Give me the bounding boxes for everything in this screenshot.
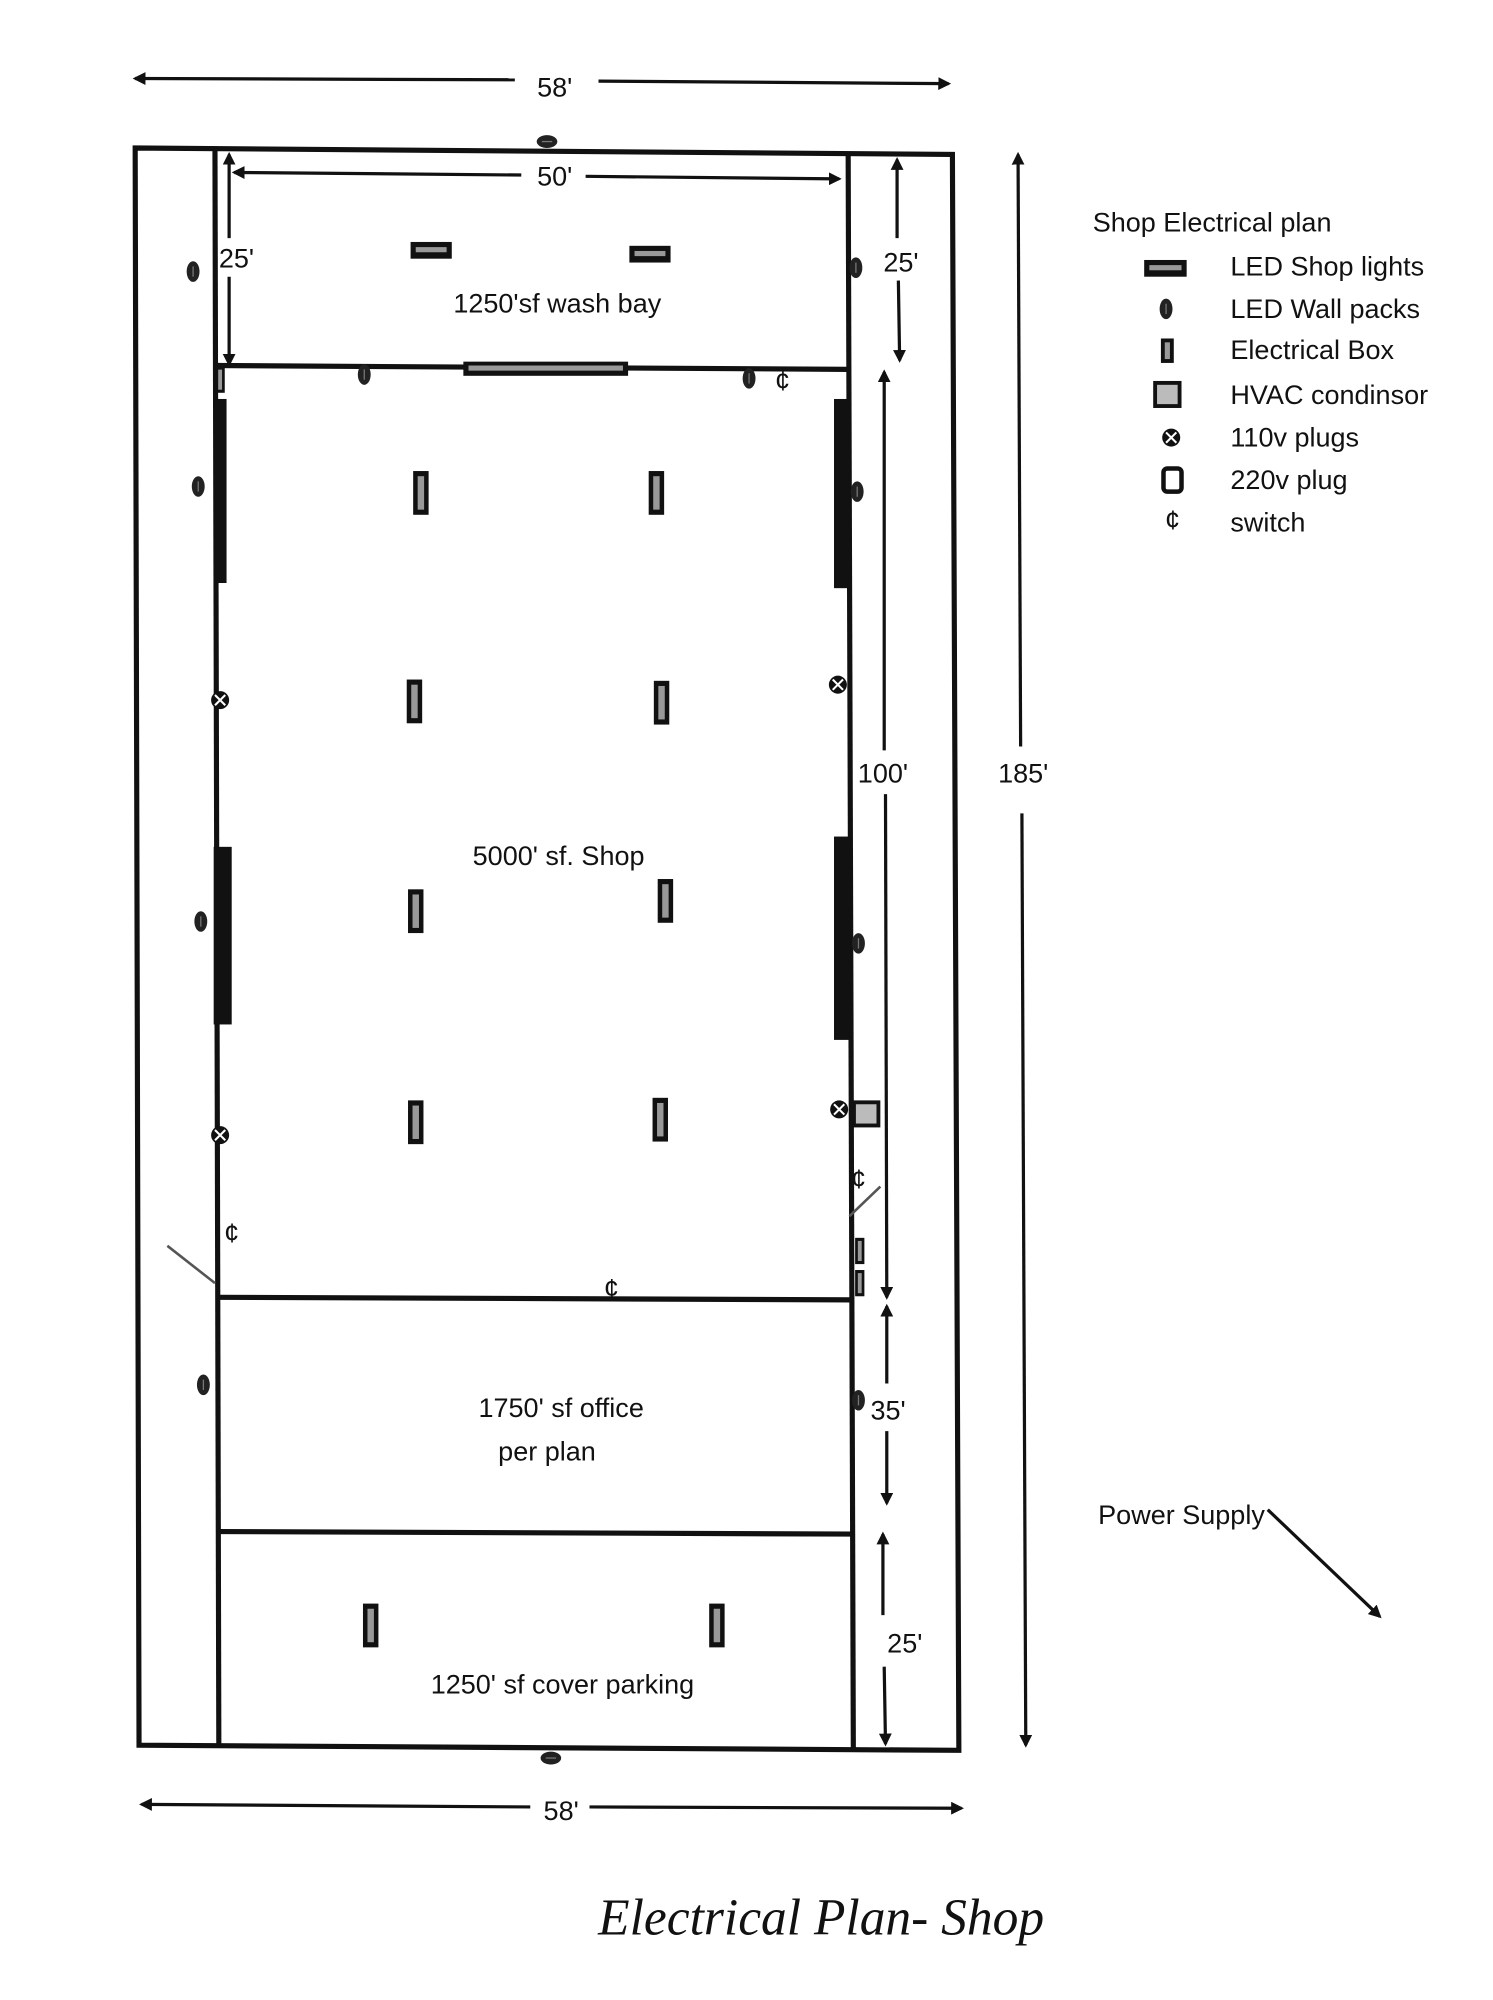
room-label-parking: 1250' sf cover parking [431,1670,694,1700]
legend-label: LED Shop lights [1230,251,1424,281]
room-label-wash-bay: 1250'sf wash bay [453,289,661,319]
110v-plug-icon [1161,427,1182,448]
door-swing [166,1244,216,1285]
switch-icon: ¢ [775,366,790,396]
electrical-box-icon [1160,338,1174,363]
switch-icon: ¢ [1165,505,1180,535]
wall-door-segment [834,836,851,1040]
dimension-label: 25' [887,1629,922,1659]
led-wall-packs [186,134,866,1766]
room-label-office-note: per plan [498,1437,596,1467]
legend-label: Electrical Box [1230,335,1394,365]
wall-door-segment [834,398,851,589]
dimension-label: 50' [537,161,572,191]
wall-door-segment [213,846,232,1025]
dimension-label: 58' [544,1796,579,1826]
room-label-office: 1750' sf office [478,1393,643,1423]
door-swing [848,1185,882,1218]
switches: ¢ ¢ ¢ ¢ [224,366,866,1303]
dimension-label: 25' [219,244,254,274]
hvac-condenser [852,1100,881,1128]
legend-label: switch [1230,508,1305,538]
wall-door-segment [213,398,227,584]
drawing-title: Electrical Plan- Shop [597,1889,1044,1946]
top-width-dimension: 58' [132,72,952,103]
led-shop-light-icon [1144,259,1187,277]
room-label-shop: 5000' sf. Shop [473,841,645,871]
switch-icon: ¢ [224,1218,239,1248]
220v-plug-icon [1161,466,1184,494]
110v-plugs [210,674,850,1146]
bottom-width-dimension: 58' [139,1796,965,1826]
legend-label: 220v plug [1230,465,1347,495]
switch-icon: ¢ [851,1164,866,1194]
power-supply-arrow [1266,1508,1382,1619]
dimension-label: 35' [870,1396,905,1426]
dimension-label: 25' [883,248,918,278]
dimension-label: 100' [858,758,908,788]
building-outline [132,145,962,1753]
legend-label: HVAC condinsor [1230,380,1428,410]
dimension-label: 58' [537,73,572,103]
legend-label: LED Wall packs [1230,294,1420,324]
switch-icon: ¢ [604,1273,619,1303]
hvac-condenser-icon [1153,380,1182,408]
led-shop-lights [410,241,671,376]
inner-dimensions: 50' 25' 25' 100' 185' 35' 25' [219,151,1048,1748]
power-supply-callout: Power Supply [1098,1500,1382,1619]
legend: Shop Electrical plan LED Shop lights LED… [1093,208,1428,538]
dimension-label: 185' [998,758,1048,788]
legend-label: 110v plugs [1230,423,1359,453]
power-supply-label: Power Supply [1098,1500,1265,1530]
led-wall-pack-icon [1158,297,1174,320]
legend-title: Shop Electrical plan [1093,208,1332,238]
